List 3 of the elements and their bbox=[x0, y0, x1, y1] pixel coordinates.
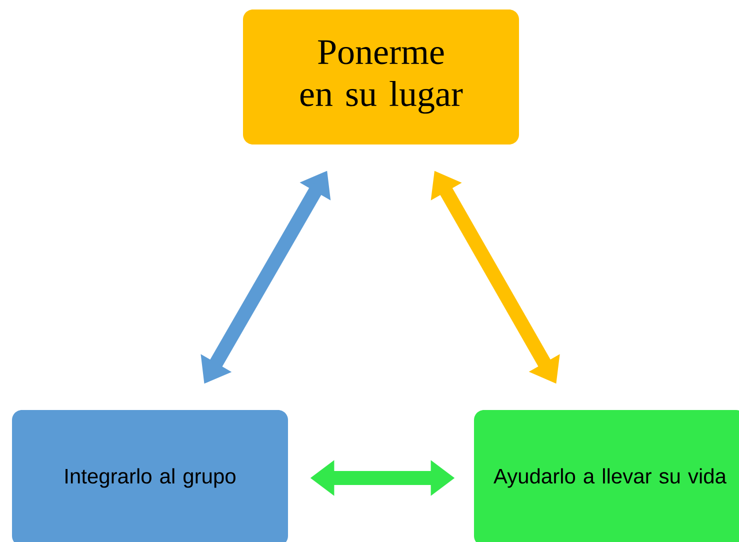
process-box: Integrarlo al grupo bbox=[12, 410, 288, 542]
process-box: Ayudarlo a llevar su vida bbox=[474, 410, 739, 542]
process-box: Ponerme en su lugar bbox=[243, 10, 519, 144]
